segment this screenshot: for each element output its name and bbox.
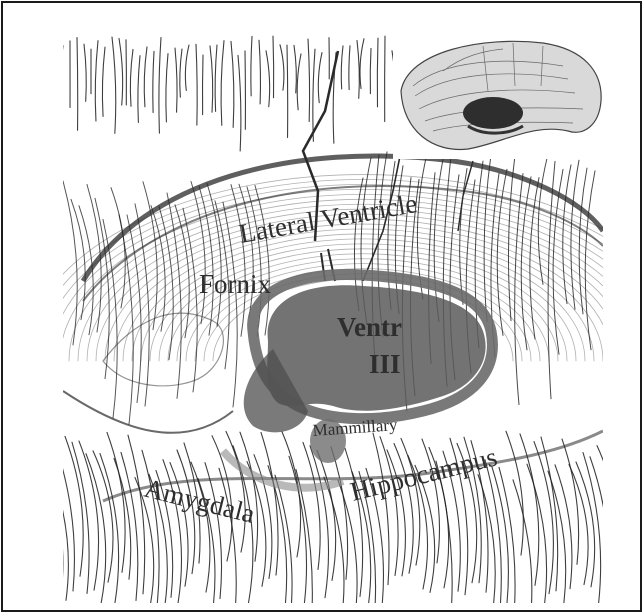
label-fornix: Fornix (199, 269, 272, 299)
label-hippocampus: Hippocampus (347, 441, 500, 506)
brain-diagram: Lateral Ventricle Fornix Ventr III Mammi… (63, 31, 603, 603)
brain-inset-thumbnail (393, 31, 603, 159)
label-ventr-line1: Ventr (337, 312, 402, 342)
label-ventr-line2: III (369, 349, 401, 379)
brain-illustration-svg: Lateral Ventricle Fornix Ventr III Mammi… (63, 31, 603, 603)
